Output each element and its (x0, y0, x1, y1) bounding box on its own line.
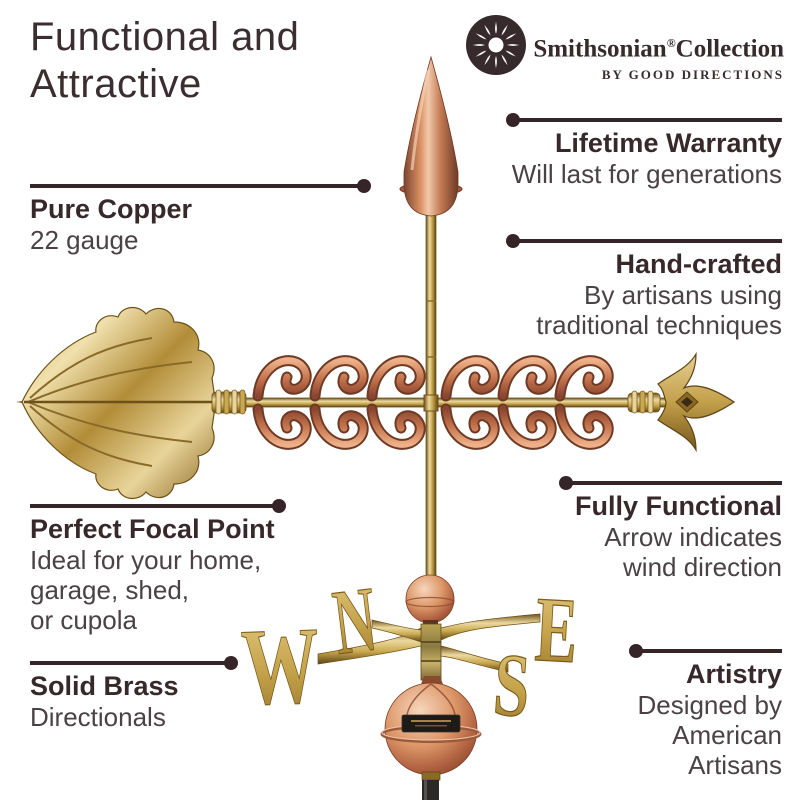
callout-dot (629, 644, 643, 658)
callout-heading: Perfect Focal Point (30, 514, 275, 544)
north-arm (371, 619, 422, 643)
brand-name-text: Smithsonian (533, 35, 667, 63)
brand-byline: BY GOOD DIRECTIONS (601, 67, 784, 83)
directional-letter-s: S (491, 635, 533, 736)
callout-heading: Hand-crafted (615, 249, 782, 279)
callout-body: Directionals (30, 702, 166, 732)
brand-logo: Smithsonian®Collection BY GOOD DIRECTION… (465, 14, 784, 83)
mounting-rod (421, 771, 441, 800)
small-copper-ball (405, 574, 455, 627)
callout-line (506, 113, 782, 127)
callout-line (30, 179, 371, 193)
callout-fully-functional: Fully Functional Arrow indicates wind di… (559, 476, 782, 582)
callout-pure-copper: Pure Copper 22 gauge (30, 179, 371, 255)
large-copper-ball (380, 676, 482, 776)
callout-dot (272, 499, 286, 513)
callout-dot (506, 234, 520, 248)
page-title: Functional and Attractive (30, 14, 299, 108)
shaft-hub-joint (423, 394, 439, 412)
page-title-line2: Attractive (30, 62, 202, 106)
callout-body: 22 gauge (30, 225, 139, 255)
callout-artistry: Artistry Designed by American Artisans (629, 644, 782, 780)
shaft-collar-right (627, 390, 661, 414)
page-title-line1: Functional and (30, 15, 300, 59)
callout-hand-crafted: Hand-crafted By artisans using tradition… (506, 234, 782, 340)
callout-body: traditional techniques (536, 310, 782, 340)
brand-name: Smithsonian®Collection (533, 28, 784, 64)
callout-body: By artisans using (584, 280, 782, 310)
arrowhead (657, 351, 736, 453)
smithsonian-sunburst-icon (466, 15, 527, 75)
callout-dot (559, 476, 573, 490)
callout-body: or cupola (30, 605, 137, 635)
finial-cone (399, 55, 463, 217)
callout-lifetime-warranty: Lifetime Warranty Will last for generati… (506, 113, 782, 189)
callout-body: Arrow indicates (604, 522, 782, 552)
ball-label-plate (401, 714, 461, 733)
callout-body: Will last for generations (511, 159, 782, 189)
callout-dot (506, 113, 520, 127)
callout-body: garage, shed, (30, 575, 190, 605)
callout-solid-brass: Solid Brass Directionals (30, 656, 238, 732)
callout-body: American Artisans (672, 720, 782, 780)
east-arm (440, 613, 541, 641)
south-arm (440, 645, 509, 673)
directional-hub (317, 613, 541, 681)
callout-line (30, 499, 286, 513)
callout-heading: Pure Copper (30, 194, 193, 224)
callout-line (629, 644, 782, 658)
callout-body: Ideal for your home, (30, 545, 262, 575)
callout-heading: Lifetime Warranty (554, 128, 782, 158)
directional-letter-w: W (240, 606, 321, 729)
callout-line (30, 656, 238, 670)
shaft-collar-left (211, 389, 247, 415)
brand-collection-text: Collection (675, 35, 784, 63)
callout-heading: Fully Functional (575, 491, 782, 521)
registered-mark: ® (666, 36, 676, 50)
callout-body: wind direction (623, 552, 782, 582)
callout-dot (224, 656, 238, 670)
callout-perfect-focal-point: Perfect Focal Point Ideal for your home,… (30, 499, 286, 635)
callout-heading: Artistry (685, 659, 782, 689)
callout-line (559, 476, 782, 490)
callout-dot (357, 179, 371, 193)
callout-body: Designed by (637, 690, 782, 720)
directional-letters: N W E S (239, 566, 581, 736)
directional-letter-e: E (533, 578, 580, 683)
callout-heading: Solid Brass (30, 671, 179, 701)
arrow-fletching (21, 307, 215, 499)
callout-line (506, 234, 782, 248)
